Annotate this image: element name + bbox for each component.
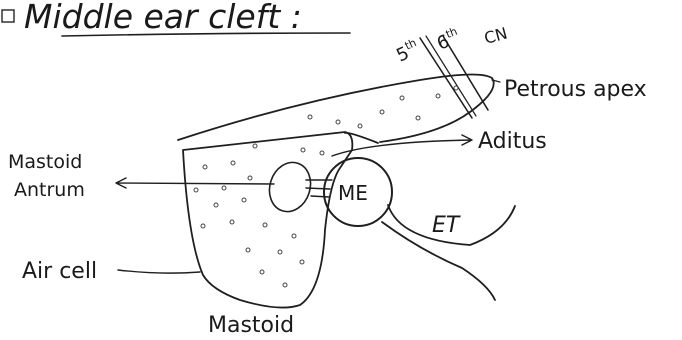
mastoid-antrum-label-2: Antrum [14, 179, 85, 201]
mastoid-outline [183, 132, 352, 308]
cn-label: CN [482, 24, 509, 48]
mastoid-label: Mastoid [208, 313, 294, 338]
air-cell-dots [194, 86, 458, 287]
cn5-label: 5th [392, 36, 422, 66]
aditus-label: Aditus [478, 129, 547, 154]
title-text: Middle ear cleft : [24, 0, 302, 36]
air-cell-arrow [118, 270, 200, 273]
mastoid-antrum-shape [263, 157, 316, 217]
mastoid-antrum-label-1: Mastoid [8, 151, 82, 173]
cn6-label: 6th [433, 25, 463, 55]
bullet-icon [2, 10, 14, 22]
me-label: ME [338, 181, 368, 205]
petrous-outline [178, 74, 494, 142]
et-label: ET [432, 213, 461, 238]
petrous-apex-label: Petrous apex [504, 77, 647, 102]
title-group: Middle ear cleft : [2, 0, 350, 36]
air-cell-label: Air cell [22, 259, 97, 284]
